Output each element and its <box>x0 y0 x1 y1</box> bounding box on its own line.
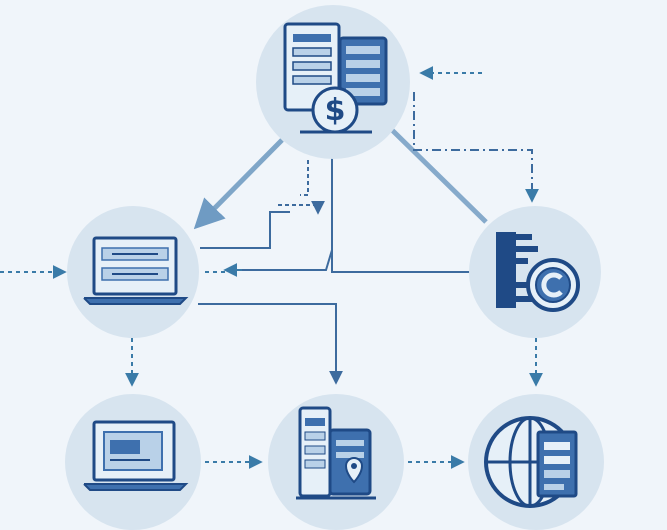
connector-top-short-dash <box>300 160 309 196</box>
connector-top-to-left <box>193 138 284 230</box>
connectors <box>0 66 543 469</box>
laptop-settings-icon <box>83 236 189 305</box>
c-coin-server-icon <box>496 232 580 312</box>
globe-database-icon <box>484 416 578 508</box>
laptop-card-icon <box>83 420 189 491</box>
connector-right-to-left <box>240 249 470 273</box>
server-rack-location-icon <box>296 406 376 500</box>
connector-top-to-right <box>390 128 488 224</box>
connector-step-to-left <box>200 211 290 249</box>
server-dollar-icon: $ <box>283 22 388 134</box>
connector-left-to-storage <box>198 303 343 385</box>
connector-top-step <box>278 200 325 215</box>
connector-top-to-cloud <box>413 92 539 203</box>
svg-text:$: $ <box>325 93 346 128</box>
